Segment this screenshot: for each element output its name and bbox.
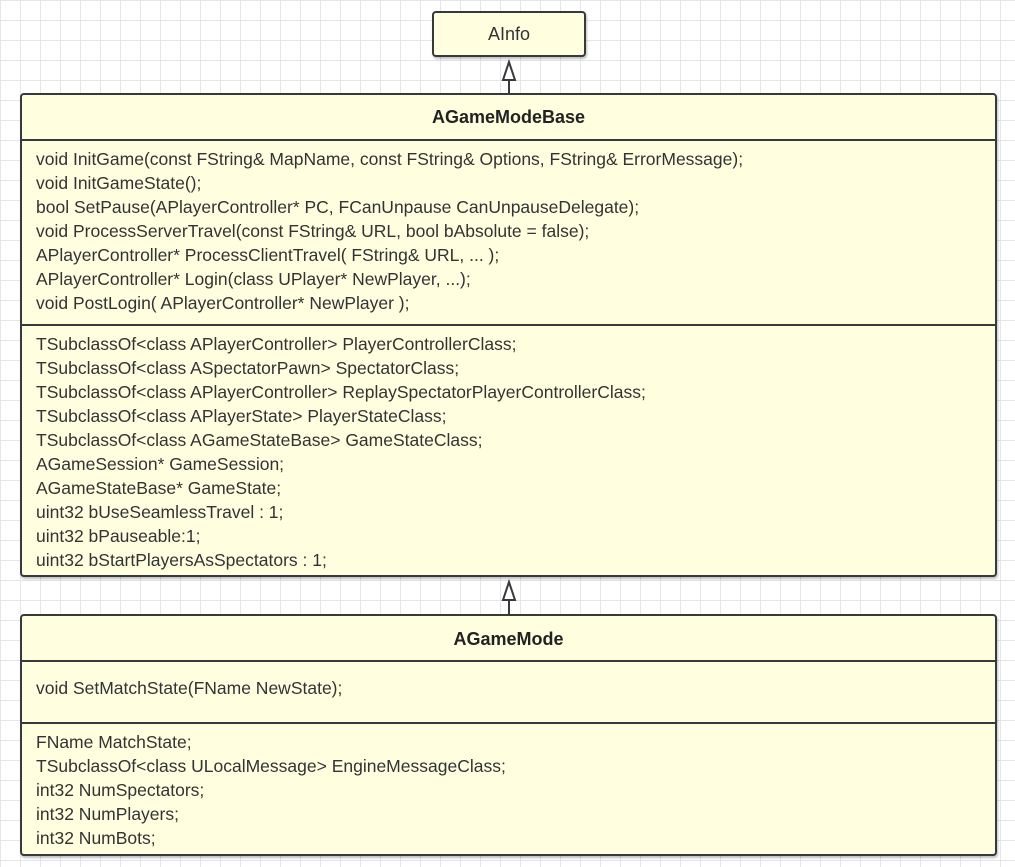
arrow-agamemodebase-to-ainfo [501, 58, 517, 93]
method-line: void SetMatchState(FName NewState); [36, 678, 343, 698]
class-agamemodebase-name: AGameModeBase [431, 107, 586, 127]
arrow-agamemode-to-agamemodebase [501, 578, 517, 614]
class-ainfo[interactable]: AInfo [432, 11, 586, 57]
class-agamemode-name: AGameMode [453, 629, 564, 649]
field-line: TSubclassOf<class APlayerController> Pla… [36, 334, 517, 354]
field-line: uint32 bUseSeamlessTravel : 1; [36, 502, 284, 522]
field-line: int32 NumBots; [36, 828, 156, 848]
method-line: APlayerController* ProcessClientTravel( … [36, 245, 500, 265]
field-line: uint32 bPauseable:1; [36, 526, 201, 546]
agamemodebase-methods: void InitGame(const FString& MapName, co… [22, 139, 995, 324]
field-line: uint32 bStartPlayersAsSpectators : 1; [36, 550, 327, 570]
field-line: TSubclassOf<class AGameStateBase> GameSt… [36, 430, 483, 450]
class-agamemode[interactable]: AGameMode void SetMatchState(FName NewSt… [20, 614, 997, 856]
method-line: void ProcessServerTravel(const FString& … [36, 221, 590, 241]
field-line: TSubclassOf<class ULocalMessage> EngineM… [36, 756, 506, 776]
class-ainfo-name: AInfo [487, 24, 531, 44]
field-line: AGameStateBase* GameState; [36, 478, 282, 498]
agamemode-fields: FName MatchState; TSubclassOf<class ULoca… [22, 722, 995, 854]
field-line: TSubclassOf<class ASpectatorPawn> Specta… [36, 358, 460, 378]
agamemodebase-fields: TSubclassOf<class APlayerController> Pla… [22, 324, 995, 575]
method-line: APlayerController* Login(class UPlayer* … [36, 269, 471, 289]
field-line: AGameSession* GameSession; [36, 454, 285, 474]
field-line: int32 NumPlayers; [36, 804, 179, 824]
method-line: void InitGameState(); [36, 173, 202, 193]
agamemode-methods: void SetMatchState(FName NewState); [22, 660, 995, 722]
method-line: void PostLogin( APlayerController* NewPl… [36, 293, 410, 313]
field-line: int32 NumSpectators; [36, 780, 205, 800]
class-agamemodebase[interactable]: AGameModeBase void InitGame(const FStrin… [20, 93, 997, 577]
method-line: bool SetPause(APlayerController* PC, FCa… [36, 197, 640, 217]
method-line: void InitGame(const FString& MapName, co… [36, 149, 744, 169]
field-line: FName MatchState; [36, 732, 192, 752]
field-line: TSubclassOf<class APlayerController> Rep… [36, 382, 646, 402]
field-line: TSubclassOf<class APlayerState> PlayerSt… [36, 406, 447, 426]
